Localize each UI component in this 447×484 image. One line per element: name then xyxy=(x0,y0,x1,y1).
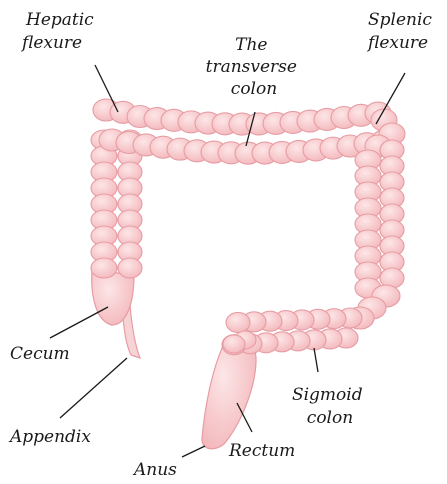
cecum-leader xyxy=(50,307,108,338)
cecum-label: Cecum xyxy=(10,344,70,364)
anus-label: Anus xyxy=(132,460,177,480)
appendix-leader xyxy=(60,358,127,418)
rectum-label: Rectum xyxy=(228,441,295,461)
sigmoid-colon-label: Sigmoid colon xyxy=(292,385,368,428)
anus-leader xyxy=(182,446,205,457)
appendix-label: Appendix xyxy=(8,427,91,447)
splenic-flexure-label: Splenic flexure xyxy=(366,10,437,53)
haustrum-segment xyxy=(226,312,250,332)
haustrum-segment xyxy=(118,258,142,278)
hepatic-flexure-label: Hepatic flexure xyxy=(20,10,99,53)
haustrum-segment xyxy=(91,258,117,278)
haustrum-segment xyxy=(223,335,245,353)
sigmoid-colon-leader xyxy=(314,348,318,372)
transverse-colon-label: The transverse colon xyxy=(206,35,303,99)
